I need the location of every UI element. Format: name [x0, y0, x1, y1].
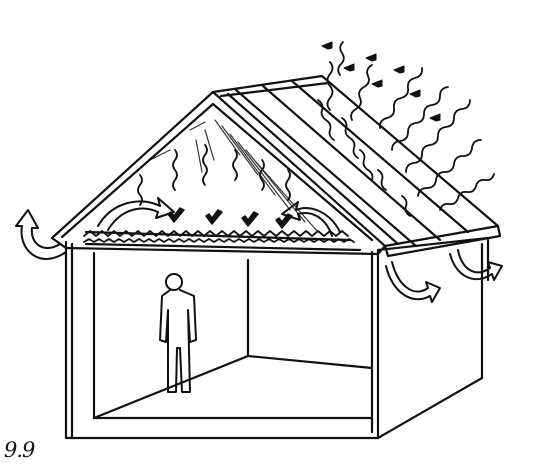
house-walls: [66, 238, 488, 438]
airflow-arrow-right-2: [450, 250, 502, 280]
airflow-arrow-left-outer: [16, 210, 66, 259]
heat-arrows: [168, 208, 292, 228]
figure-number: 9.9: [4, 438, 34, 462]
heat-arrow-2: [206, 210, 222, 224]
airflow-arrow-left-inner: [98, 198, 174, 230]
radiation-arrowheads: [322, 42, 440, 121]
gable-roof: [52, 76, 500, 256]
airflow-arrow-right-inner: [282, 202, 340, 236]
person-silhouette: [160, 274, 196, 392]
heat-arrow-3: [242, 212, 258, 226]
airflow-arrow-right-1: [386, 262, 440, 302]
